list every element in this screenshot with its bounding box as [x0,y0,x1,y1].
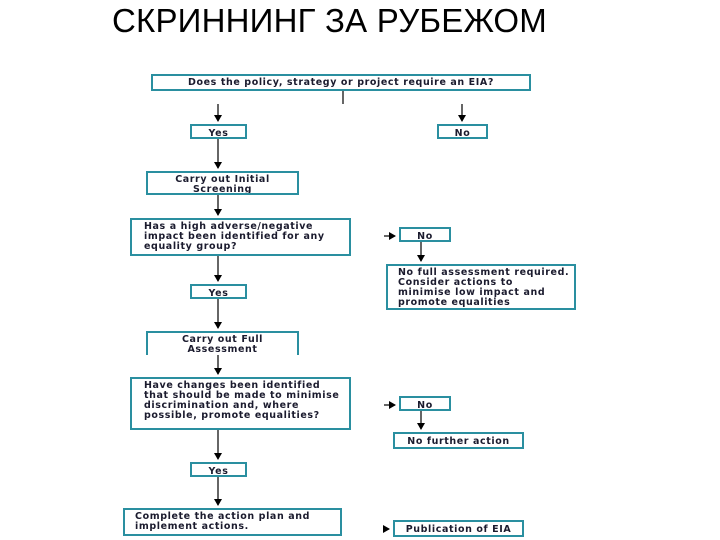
node-full-assessment-text: Carry out Full Assessment [181,334,264,355]
node-question-changes-text: Have changes been identified that should… [144,380,340,421]
node-initial-screening-text: Carry out Initial Screening [175,174,270,195]
node-full-assessment: Carry out Full Assessment [146,331,299,355]
slide-title: СКРИННИНГ ЗА РУБЕЖОМ [112,2,547,39]
node-yes-3: Yes [190,462,247,477]
node-yes-2-text: Yes [208,288,229,299]
node-yes-1-text: Yes [208,128,229,139]
node-no-1-text: No [454,128,471,139]
node-no-3-text: No [417,400,433,411]
node-publication: Publication of EIA [393,520,524,537]
node-publication-text: Publication of EIA [405,524,512,535]
node-yes-1: Yes [190,124,247,139]
node-action-plan: Complete the action plan and implement a… [123,508,342,536]
node-yes-2: Yes [190,284,247,299]
node-no-1: No [437,124,488,139]
node-no-2: No [399,227,451,242]
node-question-eia-text: Does the policy, strategy or project req… [188,77,494,88]
node-initial-screening: Carry out Initial Screening [146,171,299,195]
node-no-full-assessment: No full assessment required. Consider ac… [386,264,576,310]
node-no-3: No [399,396,451,411]
node-yes-3-text: Yes [208,466,229,477]
node-no-further-action-text: No further action [407,436,510,447]
node-question-changes: Have changes been identified that should… [130,377,351,430]
node-question-eia: Does the policy, strategy or project req… [151,74,531,91]
node-question-adverse-impact: Has a high adverse/negative impact been … [130,218,351,256]
node-no-full-assessment-text: No full assessment required. Consider ac… [398,267,570,308]
node-no-further-action: No further action [393,432,524,449]
node-action-plan-text: Complete the action plan and implement a… [135,511,310,532]
node-question-adverse-impact-text: Has a high adverse/negative impact been … [144,221,325,252]
node-no-2-text: No [417,231,433,242]
